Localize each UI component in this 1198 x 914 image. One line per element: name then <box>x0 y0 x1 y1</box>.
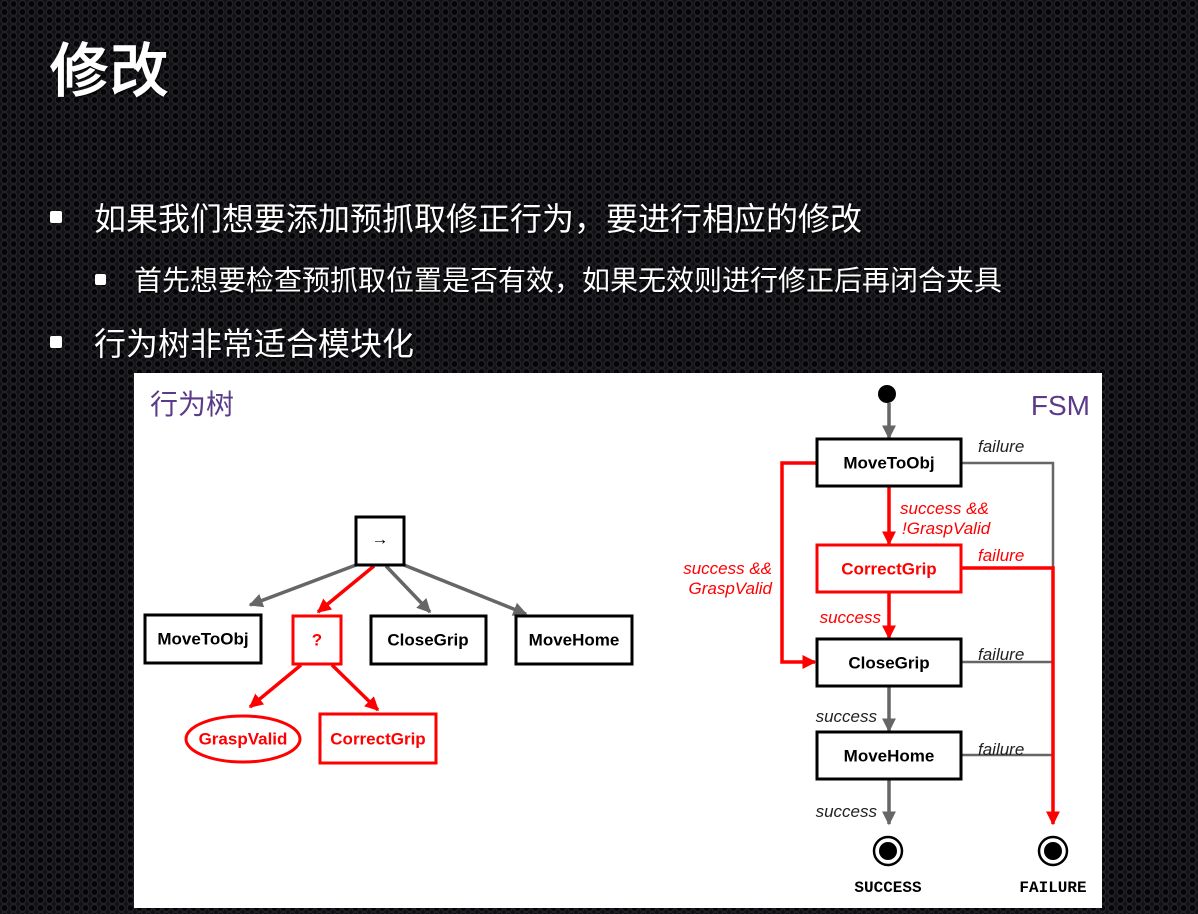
fsm-edges <box>780 403 1060 826</box>
svg-text:MoveToObj: MoveToObj <box>843 454 934 473</box>
svg-text:?: ? <box>312 631 322 650</box>
bullet-square-icon <box>50 211 62 223</box>
bt-node-movetoobj: MoveToObj <box>143 613 263 665</box>
fsm-state-correctgrip: CorrectGrip <box>815 543 963 594</box>
label-failure: failure <box>978 740 1024 759</box>
label-success-valid: GraspValid <box>689 579 773 598</box>
fsm-edge <box>961 461 1055 568</box>
svg-text:MoveToObj: MoveToObj <box>157 630 248 649</box>
bt-edge <box>403 563 528 616</box>
fsm-edge <box>961 566 1060 826</box>
bullet-text: 行为树非常适合模块化 <box>94 325 415 363</box>
bullet-square-icon <box>95 273 106 285</box>
bt-heading: 行为树 <box>150 389 234 420</box>
bullet-text: 首先想要检查预抓取位置是否有效，如果无效则进行修正后再闭合夹具 <box>134 264 1003 297</box>
bt-condition-graspvalid: GraspValid <box>184 714 302 764</box>
bt-edges <box>248 563 528 712</box>
bt-edge <box>248 563 357 608</box>
fsm-failure-terminal: FAILURE <box>1019 835 1087 897</box>
fsm-success-terminal: SUCCESS <box>854 835 922 897</box>
bt-node-correctgrip: CorrectGrip <box>318 712 438 765</box>
fsm-state-closegrip: CloseGrip <box>815 637 963 688</box>
diagram-svg: 行为树 → MoveToObj ? CloseGrip MoveHome Gra… <box>143 385 1090 897</box>
svg-text:CorrectGrip: CorrectGrip <box>330 730 425 749</box>
label-failure: failure <box>978 546 1024 565</box>
bullet-text: 如果我们想要添加预抓取修正行为，要进行相应的修改 <box>94 200 863 238</box>
bt-fallback-node: ? <box>291 614 343 666</box>
bullet-item: 行为树非常适合模块化 <box>50 319 414 365</box>
fsm-initial-state <box>878 385 896 403</box>
svg-text:FAILURE: FAILURE <box>1019 879 1086 897</box>
svg-text:CloseGrip: CloseGrip <box>848 654 929 673</box>
label-failure: failure <box>978 437 1024 456</box>
diagram-panel: 行为树 → MoveToObj ? CloseGrip MoveHome Gra… <box>134 373 1102 908</box>
bt-node-closegrip: CloseGrip <box>369 614 488 666</box>
bullet-item: 如果我们想要添加预抓取修正行为，要进行相应的修改 <box>50 194 862 240</box>
bt-edge <box>384 564 432 614</box>
bullet-square-icon <box>50 336 62 348</box>
svg-text:MoveHome: MoveHome <box>529 631 620 650</box>
svg-text:CorrectGrip: CorrectGrip <box>841 560 936 579</box>
svg-text:GraspValid: GraspValid <box>199 730 288 749</box>
slide-title: 修改 <box>50 37 171 105</box>
label-success-not-valid: success && <box>900 499 989 518</box>
bt-edge <box>248 663 303 709</box>
label-success-valid: success && <box>683 559 772 578</box>
sequence-arrow-icon: → <box>372 530 389 549</box>
svg-text:SUCCESS: SUCCESS <box>854 879 922 897</box>
bt-edge <box>330 663 380 712</box>
bt-node-movehome: MoveHome <box>514 614 634 666</box>
svg-text:MoveHome: MoveHome <box>844 747 935 766</box>
fsm-heading: FSM <box>1031 390 1090 421</box>
fsm-edge <box>780 461 817 669</box>
label-success: success <box>816 802 878 821</box>
fsm-state-movetoobj: MoveToObj <box>815 437 963 488</box>
label-failure: failure <box>978 645 1024 664</box>
label-success-not-valid: !GraspValid <box>902 519 991 538</box>
svg-text:CloseGrip: CloseGrip <box>387 631 468 650</box>
label-success: success <box>816 707 878 726</box>
bt-sequence-node: → <box>354 515 406 567</box>
bt-edge <box>316 564 376 614</box>
fsm-edge-labels: failure failure failure failure success … <box>683 437 1024 821</box>
fsm-state-movehome: MoveHome <box>815 730 963 781</box>
label-success: success <box>820 608 882 627</box>
sub-bullet-item: 首先想要检查预抓取位置是否有效，如果无效则进行修正后再闭合夹具 <box>95 259 1002 299</box>
